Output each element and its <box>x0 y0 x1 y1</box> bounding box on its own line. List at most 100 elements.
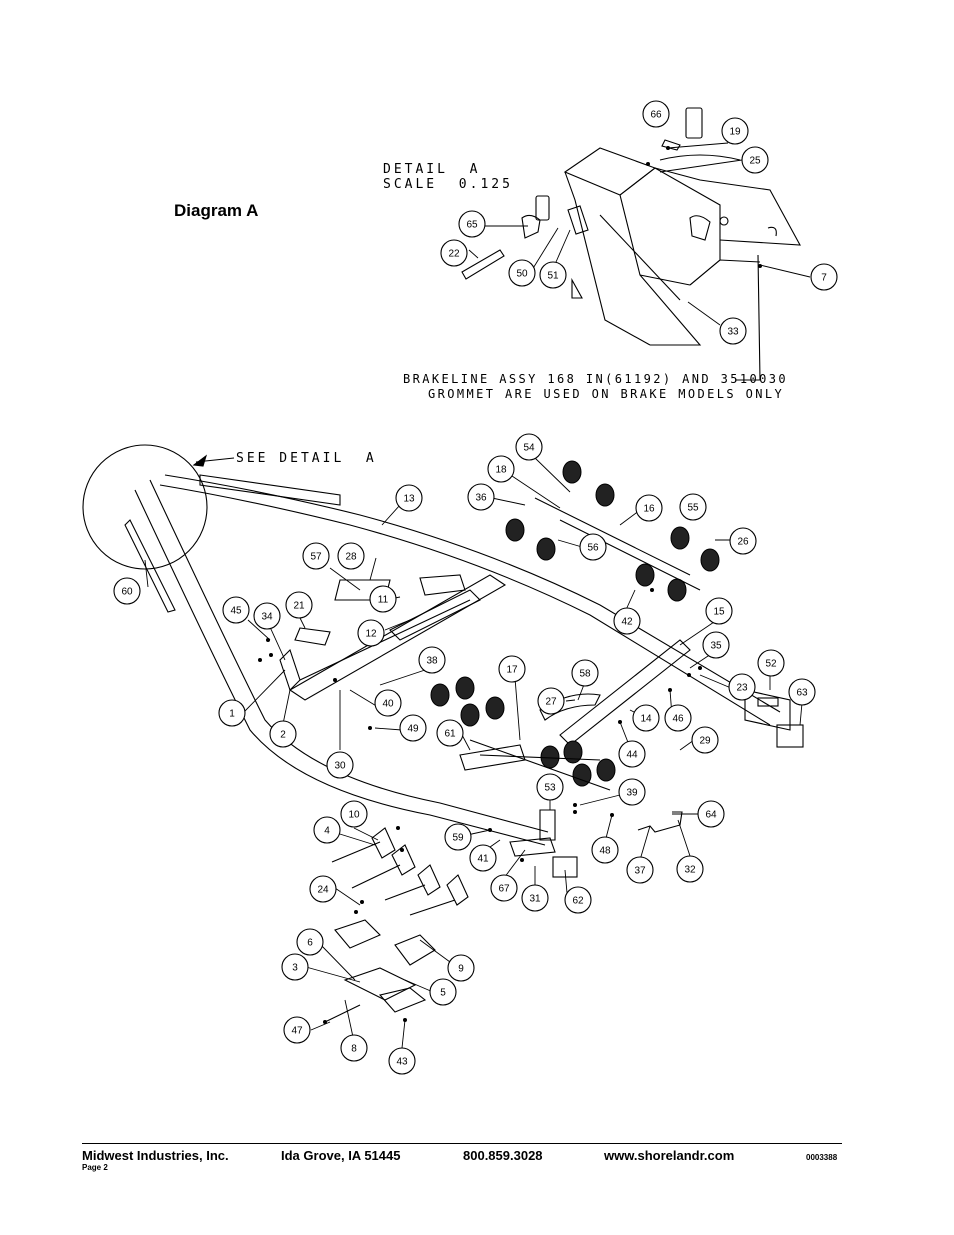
callout-label: 23 <box>736 683 748 694</box>
callout-label: 6 <box>307 938 313 949</box>
callout-label: 64 <box>705 810 717 821</box>
callout-circle <box>571 659 599 687</box>
callout-label: 7 <box>821 273 827 284</box>
callout-label: 4 <box>324 826 330 837</box>
callout-66: 66 <box>642 100 670 128</box>
callout-circle <box>539 261 567 289</box>
callout-label: 27 <box>545 697 557 708</box>
callout-2: 2 <box>269 720 297 748</box>
callout-label: 28 <box>345 552 357 563</box>
callout-label: 55 <box>687 503 699 514</box>
callout-circle <box>498 655 526 683</box>
callout-label: 13 <box>403 494 415 505</box>
roller-assemblies <box>430 460 720 787</box>
callout-33: 33 <box>719 317 747 345</box>
callout-label: 62 <box>572 896 584 907</box>
callout-39: 39 <box>618 778 646 806</box>
diagram-heading: Diagram A <box>174 201 259 220</box>
callout-circle <box>515 433 543 461</box>
callout-circle <box>337 542 365 570</box>
footer-doc-number: 0003388 <box>806 1153 838 1162</box>
callout-12: 12 <box>357 619 385 647</box>
callout-circle <box>728 673 756 701</box>
callout-5: 5 <box>429 978 457 1006</box>
callout-circle <box>302 542 330 570</box>
callout-37: 37 <box>626 856 654 884</box>
footer-phone: 800.859.3028 <box>463 1148 543 1163</box>
detail-title: DETAIL A <box>383 162 481 177</box>
callout-circle <box>635 494 663 522</box>
callout-circle <box>579 533 607 561</box>
callout-52: 52 <box>757 649 785 677</box>
callout-label: 43 <box>396 1057 408 1068</box>
callout-circle <box>536 773 564 801</box>
callout-29: 29 <box>691 726 719 754</box>
callout-label: 39 <box>626 788 638 799</box>
callout-circle <box>429 978 457 1006</box>
callout-circle <box>702 631 730 659</box>
callout-32: 32 <box>676 855 704 883</box>
callout-47: 47 <box>283 1016 311 1044</box>
callout-49: 49 <box>399 714 427 742</box>
callout-circle <box>679 493 707 521</box>
callout-label: 3 <box>292 963 298 974</box>
callout-25: 25 <box>741 146 769 174</box>
callout-label: 11 <box>378 595 389 606</box>
footer-website-link[interactable]: www.shorelandr.com <box>604 1148 735 1163</box>
detail-a-marker <box>82 444 235 570</box>
callout-circle <box>676 855 704 883</box>
callout-label: 61 <box>444 729 456 740</box>
footer-city: Ida Grove, IA 51445 <box>281 1148 401 1163</box>
trailer-frame <box>124 474 804 878</box>
callout-label: 16 <box>643 504 655 515</box>
callout-circle <box>444 823 472 851</box>
callout-30: 30 <box>326 751 354 779</box>
callout-53: 53 <box>536 773 564 801</box>
callout-circle <box>296 928 324 956</box>
callout-50: 50 <box>508 259 536 287</box>
callout-label: 53 <box>544 783 556 794</box>
callout-label: 50 <box>516 269 528 280</box>
callout-label: 40 <box>382 699 394 710</box>
callout-27: 27 <box>537 687 565 715</box>
callout-circle <box>440 239 468 267</box>
callout-8: 8 <box>340 1034 368 1062</box>
callout-circle <box>697 800 725 828</box>
callout-label: 36 <box>475 493 487 504</box>
callout-14: 14 <box>632 704 660 732</box>
callout-label: 58 <box>579 669 591 680</box>
callout-label: 65 <box>466 220 478 231</box>
callout-40: 40 <box>374 689 402 717</box>
see-detail-label: SEE DETAIL A <box>236 451 377 466</box>
footer-rule <box>82 1143 842 1144</box>
callout-label: 12 <box>365 629 377 640</box>
callout-label: 21 <box>293 601 305 612</box>
callout-16: 16 <box>635 494 663 522</box>
callout-label: 32 <box>684 865 696 876</box>
callout-62: 62 <box>564 886 592 914</box>
leader-lines <box>144 142 811 1049</box>
callout-35: 35 <box>702 631 730 659</box>
callout-24: 24 <box>309 875 337 903</box>
callout-3: 3 <box>281 953 309 981</box>
callout-circle <box>340 800 368 828</box>
callout-label: 48 <box>599 846 611 857</box>
callout-67: 67 <box>490 874 518 902</box>
callout-circle <box>591 836 619 864</box>
callout-65: 65 <box>458 210 486 238</box>
callout-label: 29 <box>699 736 711 747</box>
callout-label: 18 <box>495 465 507 476</box>
callout-label: 42 <box>621 617 633 628</box>
callout-label: 31 <box>529 894 541 905</box>
callout-64: 64 <box>697 800 725 828</box>
callout-circle <box>719 317 747 345</box>
callout-circle <box>721 117 749 145</box>
callout-label: 51 <box>547 271 559 282</box>
callout-15: 15 <box>705 597 733 625</box>
callout-circle <box>458 210 486 238</box>
keel-rollers <box>324 827 469 1023</box>
callout-label: 35 <box>710 641 722 652</box>
callout-circle <box>618 778 646 806</box>
